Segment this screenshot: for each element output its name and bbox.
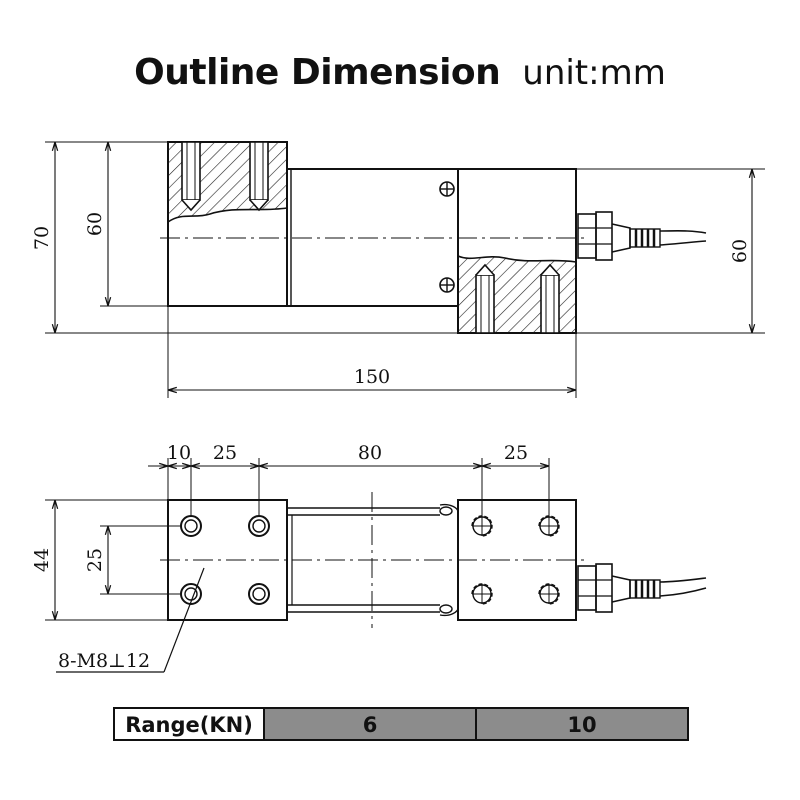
table-value-10: 10	[567, 713, 596, 737]
cable-connector-top	[577, 563, 707, 613]
dim-150: 150	[354, 366, 390, 388]
top-view	[45, 458, 707, 673]
right-bolt-1	[475, 274, 495, 334]
unit-label: unit:mm	[522, 53, 666, 93]
right-bolt-2	[540, 274, 560, 334]
callout-thread: 8-M8⊥12	[58, 650, 150, 672]
table-label-cell	[113, 707, 265, 741]
side-view	[45, 141, 765, 398]
dim-44: 44	[31, 548, 53, 572]
table-value-cell-2	[475, 707, 689, 741]
left-bolt-1	[181, 141, 201, 201]
left-bolt-2	[249, 141, 269, 201]
dim-25-spacing: 25	[84, 548, 106, 572]
range-table: Range(KN) 6 10	[113, 707, 689, 741]
table-label: Range(KN)	[125, 713, 253, 737]
dim-25-left: 25	[213, 442, 237, 464]
dim-25-right: 25	[504, 442, 528, 464]
dim-10: 10	[167, 442, 191, 464]
title-row: Outline Dimension unit:mm	[0, 52, 800, 93]
dim-80: 80	[358, 442, 382, 464]
dim-60-left: 60	[84, 212, 106, 236]
right-holes	[471, 515, 560, 605]
table-value-cell-1	[263, 707, 477, 741]
cable-connector-side	[577, 211, 707, 261]
dim-70: 70	[31, 226, 53, 250]
dim-60-right: 60	[729, 239, 751, 263]
drawing-title: Outline Dimension	[134, 52, 501, 93]
table-value-6: 6	[363, 713, 378, 737]
